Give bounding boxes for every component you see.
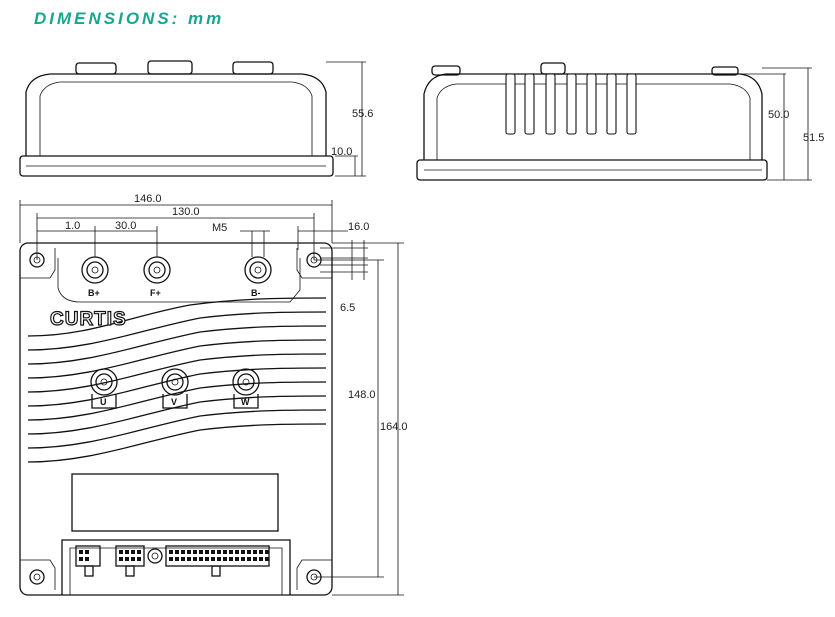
side-base-label: 10.0 <box>331 146 352 158</box>
hole-spacing-vertical-label: 148.0 <box>348 389 376 401</box>
connector-pin <box>259 550 263 554</box>
top-view-dimensions: 146.0 130.0 1.0 30.0 M5 16.0 <box>19 193 408 596</box>
side-view-base <box>19 155 334 177</box>
hole-spacing-label: 130.0 <box>172 206 200 218</box>
terminal-b-minus: B- <box>244 256 272 298</box>
connector-pin <box>199 557 203 561</box>
connector-area <box>61 539 291 595</box>
connector-pin <box>235 557 239 561</box>
connector-pin <box>193 557 197 561</box>
connector-pin <box>211 557 215 561</box>
diagram-title: DIMENSIONS: mm <box>34 9 225 28</box>
connector-pin <box>131 550 135 554</box>
connector-pin <box>223 550 227 554</box>
label-window <box>71 473 279 532</box>
connector-pin <box>241 550 245 554</box>
connector-pin <box>169 550 173 554</box>
connector-pin <box>265 557 269 561</box>
side-view-boss <box>147 60 193 75</box>
svg-text:B+: B+ <box>88 288 100 298</box>
terminal-w: W <box>232 368 260 409</box>
terminal-u: U <box>90 368 118 409</box>
connector-pin <box>265 550 269 554</box>
connector-pin <box>181 557 185 561</box>
connector-pin <box>131 557 135 561</box>
svg-text:U: U <box>100 397 107 407</box>
connector-pin <box>85 557 89 561</box>
side-view-boss <box>232 61 274 75</box>
top-view-outline <box>19 242 333 596</box>
end-outer-height-label: 51.5 <box>803 132 824 144</box>
side-view: 55.6 10.0 <box>19 60 373 177</box>
connector-pin <box>181 550 185 554</box>
connector-pin <box>247 550 251 554</box>
side-view-boss <box>75 62 117 75</box>
curtis-logo: CURTIS <box>50 309 127 330</box>
connector-pin <box>125 557 129 561</box>
connector-pin <box>217 550 221 554</box>
side-height-label: 55.6 <box>352 108 373 120</box>
connector-pin <box>205 557 209 561</box>
top-view-fins <box>27 297 327 463</box>
connector-pin <box>169 557 173 561</box>
status-led <box>147 548 163 564</box>
connector-pin <box>259 557 263 561</box>
connector-pin <box>119 557 123 561</box>
connector-pin <box>125 550 129 554</box>
connector-pin <box>199 550 203 554</box>
svg-text:B-: B- <box>251 288 261 298</box>
connector-pin <box>193 550 197 554</box>
connector-pin <box>217 557 221 561</box>
svg-text:V: V <box>171 397 177 407</box>
connector-pin <box>187 550 191 554</box>
connector-pin <box>175 550 179 554</box>
connector-pin <box>205 550 209 554</box>
width-overall-label: 146.0 <box>134 193 162 205</box>
connector-pin <box>187 557 191 561</box>
svg-text:W: W <box>241 397 250 407</box>
terminal-b-plus: B+ <box>81 256 109 298</box>
connector-pin <box>223 557 227 561</box>
end-view-fins <box>505 73 637 135</box>
end-view-base <box>416 159 768 181</box>
height-overall-label: 164.0 <box>380 421 408 433</box>
connector-pin <box>241 557 245 561</box>
connector-pin <box>253 550 257 554</box>
connector-pin <box>79 557 83 561</box>
terminal-f-plus: F+ <box>143 256 171 298</box>
right-offset-label: 16.0 <box>348 221 369 233</box>
connector-pin <box>211 550 215 554</box>
end-view: 50.0 51.5 <box>416 62 824 181</box>
connector-pin <box>229 557 233 561</box>
end-inner-height-label: 50.0 <box>768 109 789 121</box>
connector-pin <box>229 550 233 554</box>
connector-pin <box>235 550 239 554</box>
side-view-housing <box>25 73 327 156</box>
terminal-v: V <box>161 368 189 409</box>
connector-pin <box>85 550 89 554</box>
connector-pin <box>137 550 141 554</box>
connector-pin <box>119 550 123 554</box>
connector-pin <box>175 557 179 561</box>
terminal-spacing-label: 30.0 <box>115 220 136 232</box>
small-offset-label: 6.5 <box>340 302 355 314</box>
connector-pin <box>137 557 141 561</box>
edge-offset-label: 1.0 <box>65 220 80 232</box>
connector-pin <box>253 557 257 561</box>
svg-text:F+: F+ <box>150 288 161 298</box>
top-view: CURTIS B+ F+ B- U V W <box>19 193 408 596</box>
connector-pin <box>247 557 251 561</box>
thread-label: M5 <box>212 222 227 234</box>
connector-pin <box>79 550 83 554</box>
